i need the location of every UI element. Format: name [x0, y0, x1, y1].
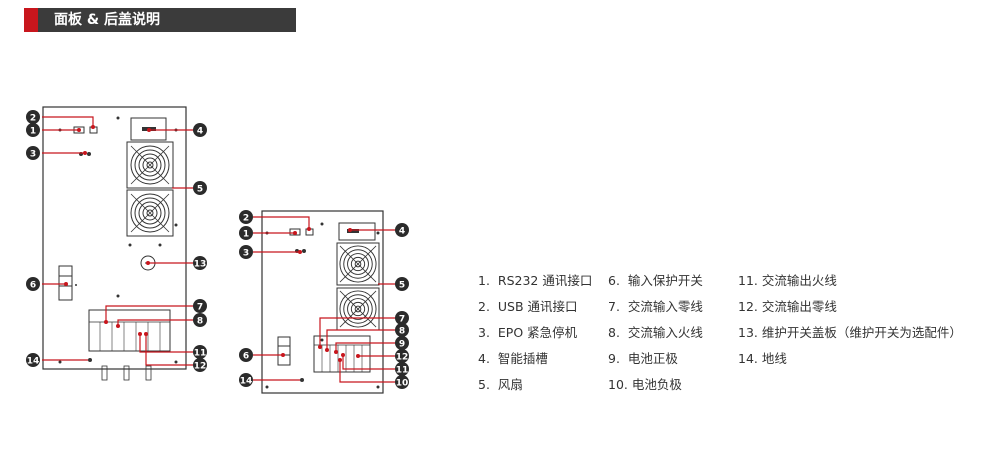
svg-text:8: 8 [197, 317, 203, 327]
svg-text:11: 11 [396, 366, 409, 376]
legend-item: 9. 电池正极 [608, 351, 678, 366]
svg-text:5: 5 [399, 281, 405, 291]
legend-item: 6. 输入保护开关 [608, 273, 703, 288]
svg-text:12: 12 [396, 353, 409, 363]
svg-text:2: 2 [243, 214, 249, 224]
legend-item: 3. EPO 紧急停机 [478, 325, 578, 340]
svg-text:11: 11 [194, 349, 207, 359]
legend-item: 8. 交流输入火线 [608, 325, 703, 340]
svg-text:14: 14 [27, 357, 40, 367]
svg-text:10: 10 [396, 379, 409, 389]
svg-text:9: 9 [399, 340, 405, 350]
large-unit: 2 1 3 4 5 13 6 7 8 11 12 14 [26, 106, 207, 381]
header-accent-bar [24, 8, 38, 32]
svg-text:6: 6 [243, 352, 249, 362]
large-unit-callouts: 2 1 3 4 5 13 6 7 8 11 12 14 [26, 110, 207, 372]
legend-item: 14. 地线 [738, 351, 787, 366]
legend-item: 13. 维护开关盖板（维护开关为选配件） [738, 325, 962, 340]
legend-item: 5. 风扇 [478, 377, 523, 392]
svg-text:12: 12 [194, 362, 207, 372]
small-unit-callouts: 2 1 3 4 5 6 7 8 9 12 11 10 14 [239, 210, 409, 389]
svg-text:13: 13 [194, 260, 207, 270]
legend-item: 11. 交流输出火线 [738, 273, 837, 288]
section-title: 面板 & 后盖说明 [54, 12, 160, 28]
legend: 1. RS232 通讯接口 2. USB 通讯接口 3. EPO 紧急停机 4.… [474, 270, 984, 400]
svg-text:4: 4 [197, 127, 203, 137]
section-header: 面板 & 后盖说明 [24, 8, 296, 32]
small-unit: 2 1 3 4 5 6 7 8 9 12 11 10 14 [239, 210, 409, 394]
legend-item: 1. RS232 通讯接口 [478, 273, 593, 288]
legend-item: 4. 智能插槽 [478, 351, 548, 366]
svg-text:7: 7 [399, 315, 405, 325]
svg-text:14: 14 [240, 377, 253, 387]
legend-item: 7. 交流输入零线 [608, 299, 703, 314]
svg-text:3: 3 [243, 249, 249, 259]
legend-item: 12. 交流输出零线 [738, 299, 837, 314]
svg-text:3: 3 [30, 150, 36, 160]
legend-item: 10. 电池负极 [608, 377, 682, 392]
svg-text:1: 1 [30, 127, 36, 137]
legend-item: 2. USB 通讯接口 [478, 299, 578, 314]
svg-text:2: 2 [30, 114, 36, 124]
svg-text:8: 8 [399, 327, 405, 337]
svg-text:4: 4 [399, 227, 405, 237]
svg-text:5: 5 [197, 185, 203, 195]
svg-text:6: 6 [30, 281, 36, 291]
svg-text:1: 1 [243, 230, 249, 240]
svg-text:7: 7 [197, 303, 203, 313]
